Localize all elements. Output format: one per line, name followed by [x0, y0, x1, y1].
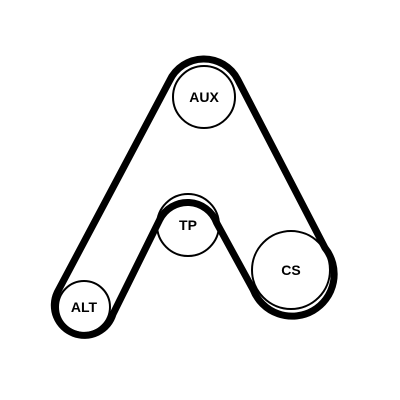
drive-belt — [50, 55, 338, 339]
pulley-aux-label: AUX — [189, 89, 219, 105]
pulley-alt-label: ALT — [71, 299, 98, 315]
pulley-aux: AUX — [172, 65, 236, 129]
pulley-aux-disc — [172, 65, 236, 129]
pulley-cs: CS — [251, 230, 331, 310]
pulley-tp-label: TP — [179, 217, 197, 233]
pulley-cs-disc — [251, 230, 331, 310]
pulley-cs-label: CS — [281, 262, 300, 278]
